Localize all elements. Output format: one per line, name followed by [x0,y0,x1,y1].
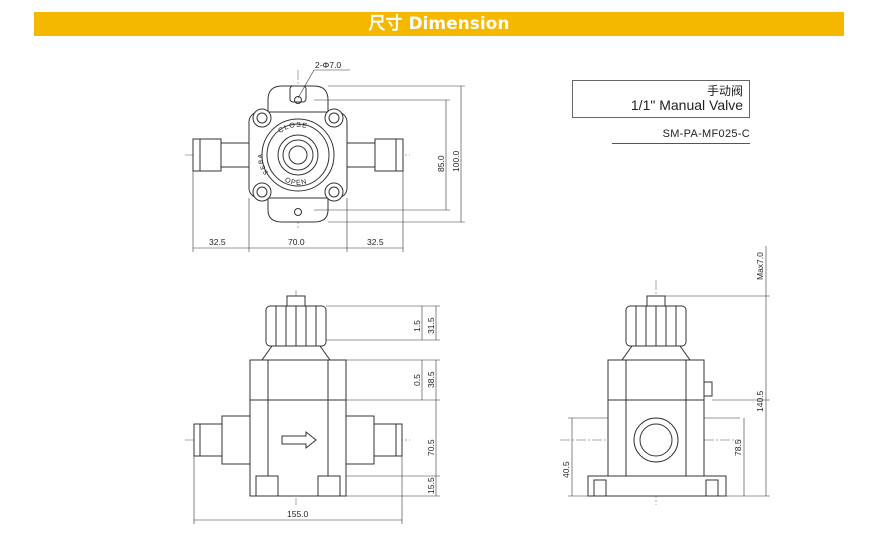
dim-front-1: 1.5 [412,320,422,332]
product-model: SM-PA-MF025-C [662,128,750,140]
header-title: 尺寸 Dimension [368,14,510,34]
side-body [607,359,705,497]
dim-side-mid: 78.5 [733,439,743,456]
top-view: CLOSE OPEN SEBA 2-Φ7.0 32.5 70.0 32.5 85… [185,60,465,252]
nut-open-text: OPEN [284,177,308,187]
dim-front-5: 70.5 [426,439,436,456]
flow-arrow-icon [281,430,317,450]
top-knob [289,85,307,103]
mount-hole-icon [294,96,302,104]
dim-side-total: 140.5 [755,390,765,412]
front-view: 1.5 31.5 0.5 38.5 70.5 15.5 155.0 [185,290,440,524]
product-name-en: 1/1" Manual Valve [630,97,743,113]
model-underline [612,143,750,144]
dim-top-right: 32.5 [367,237,384,247]
bolt-icon [252,108,344,202]
dim-front-6: 15.5 [426,477,436,494]
hole-label: 2-Φ7.0 [315,60,341,70]
side-view: Max7.0 140.5 40.5 78.5 [560,246,770,505]
front-bonnet [261,345,331,361]
dim-front-3: 0.5 [412,374,422,386]
dim-front-2: 31.5 [426,317,436,334]
top-nut [261,118,335,192]
side-bonnet [621,345,691,361]
dim-top-middle: 70.0 [288,237,305,247]
front-body [249,359,347,497]
product-name-cn: 手动阀 [706,84,743,98]
product-title-box: 手动阀 1/1" Manual Valve [572,80,750,118]
dim-side-low: 40.5 [561,461,571,478]
dim-outer-height: 100.0 [451,150,461,172]
front-left-pipe [193,423,223,457]
dim-inner-height: 85.0 [436,155,446,172]
front-right-pipe [373,423,403,457]
side-base [587,475,727,497]
mount-hole-icon [294,208,302,216]
header-banner: 尺寸 Dimension [34,12,844,36]
top-right-pipe [374,138,404,172]
top-left-pipe [192,138,222,172]
dim-front-width: 155.0 [287,509,309,519]
side-stem [646,295,666,307]
dim-front-4: 38.5 [426,371,436,388]
nut-brand-text: SEBA [257,153,270,176]
dim-side-max: Max7.0 [755,252,765,280]
dim-top-left: 32.5 [209,237,226,247]
side-port-icon [633,417,679,463]
front-stem [286,295,306,307]
